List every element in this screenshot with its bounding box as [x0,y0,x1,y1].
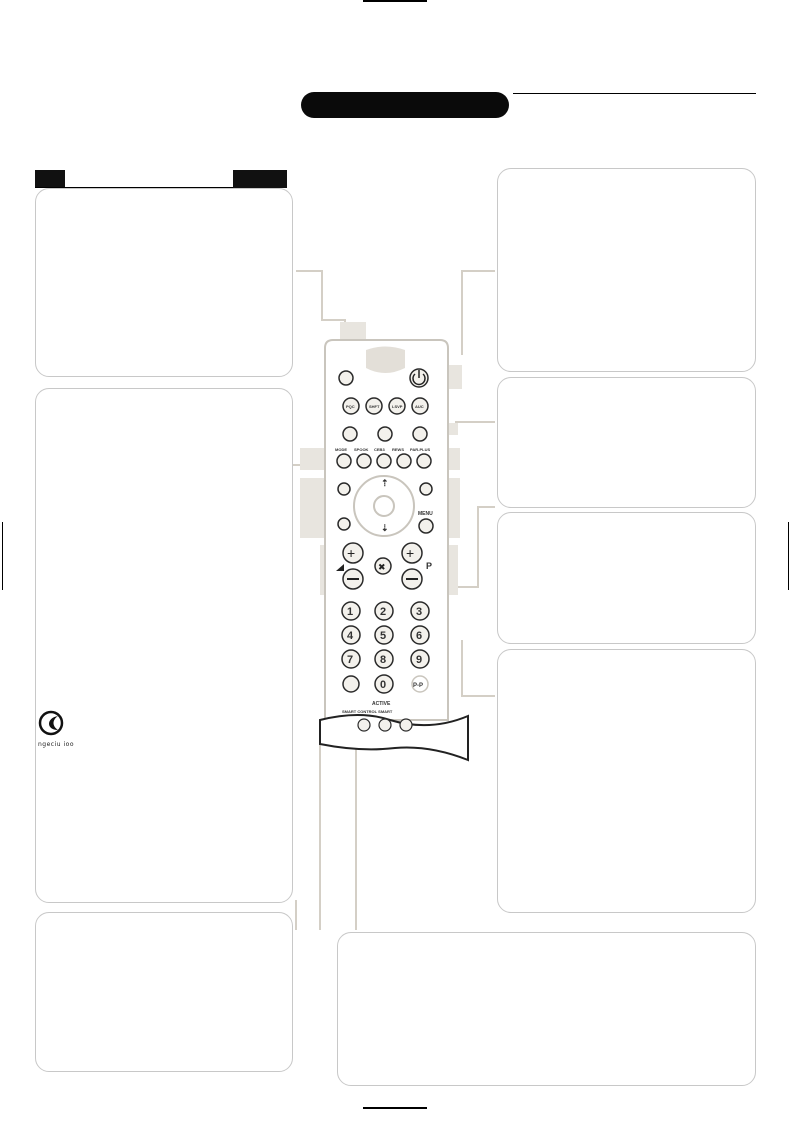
left-panel-1 [35,188,293,377]
source-key-3[interactable] [388,397,406,415]
program-up-button[interactable] [401,542,423,564]
ok-button[interactable] [373,495,395,517]
ir-window [366,346,405,373]
section-title-pill [301,92,509,118]
digit-label: 6 [416,630,422,642]
source-label-3: LSVP [392,404,403,409]
source-key-1[interactable] [342,397,360,415]
source-label-1: PQC [346,404,355,409]
up-arrow-icon: ⇡ [381,478,389,488]
av-button[interactable] [337,517,351,531]
digit-label: 3 [416,606,422,618]
digit-key[interactable] [374,674,394,694]
mode-key-2[interactable] [356,453,372,469]
left-panel-3 [35,912,293,1072]
digit-key[interactable] [374,601,394,621]
back-button[interactable] [337,482,351,496]
down-arrow-icon: ⇣ [381,523,389,533]
pip-mode-button[interactable] [377,426,393,442]
digit-label: 8 [380,654,386,666]
guide-button[interactable] [342,426,358,442]
mute-icon: ✖ [378,562,386,572]
source-key-row: PQC SHFT LSVP AUC [342,397,429,415]
digit-key[interactable] [410,649,430,669]
mode-key-1[interactable] [336,453,352,469]
mode-label-3: CEB3 [374,447,385,452]
smart-sound-button[interactable] [357,718,371,732]
source-label-2: SHFT [369,404,380,409]
mode-key-5[interactable] [416,453,432,469]
mode-label-5: PAR-PLUS [410,447,430,452]
header-rule [513,93,756,94]
source-label-4: AUC [415,404,424,409]
digit-key[interactable] [374,625,394,645]
left-tab-rule [35,187,287,188]
right-panel-3 [497,512,756,644]
bottom-panel [337,932,756,1086]
left-tab-marker [35,170,65,188]
bottom-crop-mark [363,1107,427,1109]
plus-icon: + [406,545,414,561]
mode-label-2: SPOOK [354,447,369,452]
power-icon [412,373,426,386]
remote-illustration: PQC SHFT LSVP AUC MODE SPOOK CEB3 REWS P… [293,270,495,930]
mode-key-4[interactable] [396,453,412,469]
volume-up-button[interactable] [342,542,364,564]
menu-label: MENU [418,511,433,517]
right-panel-2 [497,377,756,508]
teletext-button[interactable] [338,370,354,386]
active-label: ACTIVE [372,701,391,707]
digit-label: 2 [380,606,386,618]
smart-labels: SMART CONTROL SMART [342,709,393,714]
digit-label: 1 [347,606,353,618]
source-key-2[interactable] [365,397,383,415]
digit-key[interactable] [410,601,430,621]
right-side-mark [788,522,789,590]
digit-key[interactable] [341,625,361,645]
text-button[interactable] [412,426,428,442]
dual-screen-button[interactable] [342,675,360,693]
digit-label: 4 [347,630,354,642]
digit-key[interactable] [341,601,361,621]
mode-label-4: REWS [392,447,404,452]
brand-logo: ngeciu ioo [38,710,78,748]
top-crop-mark [363,0,427,2]
mute-button[interactable] [374,557,392,575]
digit-label: 5 [380,630,386,642]
mode-key-row [336,453,432,469]
pip-label: P-P [413,683,423,689]
menu-button[interactable] [418,518,434,534]
digit-key[interactable] [341,649,361,669]
right-tab-marker [233,170,287,188]
left-side-mark [2,522,3,590]
active-control-button[interactable] [378,718,392,732]
digit-label: 0 [380,679,386,691]
volume-icon [336,564,344,571]
remote-cut-edge [319,714,469,762]
program-label: P [426,561,432,571]
source-key-4[interactable] [411,397,429,415]
c-swirl-icon [38,710,64,736]
digit-label: 7 [347,654,353,666]
smart-picture-button[interactable] [399,718,413,732]
right-panel-4 [497,649,756,913]
digit-keypad: 1 2 3 4 5 6 7 8 9 0 [341,601,430,694]
plus-icon: + [347,545,355,561]
mode-label-1: MODE [335,447,347,452]
pip-button[interactable] [411,675,429,693]
digit-key[interactable] [374,649,394,669]
digit-key[interactable] [410,625,430,645]
left-panel-2 [35,388,293,903]
info-button[interactable] [419,482,433,496]
right-panel-1 [497,168,756,372]
mode-key-3[interactable] [376,453,392,469]
logo-caption: ngeciu ioo [38,741,74,748]
digit-label: 9 [416,654,422,666]
